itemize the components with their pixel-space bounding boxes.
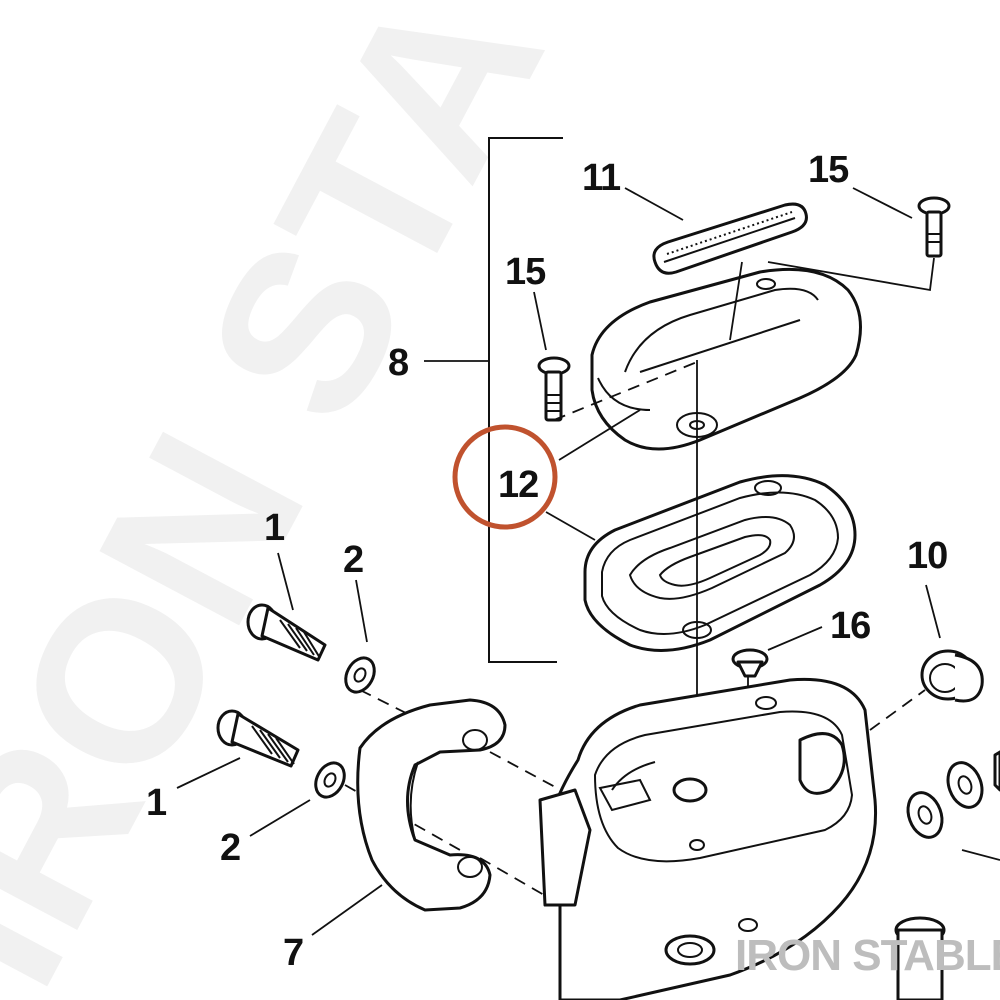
callout-11: 11	[582, 157, 621, 199]
callout-16: 16	[830, 605, 870, 647]
right-edge-parts	[894, 750, 1000, 1000]
cover-gasket	[583, 474, 857, 652]
callout-1-lower: 1	[146, 782, 167, 824]
callout-2-lower: 2	[220, 827, 240, 869]
reservoir-plug	[731, 648, 769, 678]
callout-12: 12	[498, 464, 538, 506]
brand-watermark: IRON STABLE	[735, 931, 1000, 980]
bolt-upper	[246, 603, 327, 662]
master-cylinder-body	[538, 677, 878, 1000]
leader-lines	[176, 187, 941, 936]
callout-15-top: 15	[808, 149, 849, 191]
highlight-ring	[452, 424, 558, 530]
piston-boot	[920, 649, 984, 703]
washer-lower	[314, 761, 346, 799]
callout-7: 7	[283, 932, 303, 974]
washer-upper	[344, 656, 376, 694]
label-plate	[652, 202, 808, 275]
callout-2-upper: 2	[343, 539, 363, 581]
cover-screw-right	[917, 196, 951, 258]
callout-15-left: 15	[505, 251, 546, 293]
reservoir-cover	[590, 267, 862, 451]
callout-10: 10	[907, 535, 947, 577]
cover-screw-left	[537, 356, 571, 422]
assembly-bracket	[424, 137, 563, 663]
callout-labels: 11 15 15 8 12 1 2 10 16 1 2 7	[146, 149, 948, 974]
callout-8: 8	[388, 342, 408, 384]
handlebar-clamp	[356, 698, 507, 912]
bolt-lower	[216, 709, 300, 768]
callout-1-upper: 1	[264, 507, 285, 549]
